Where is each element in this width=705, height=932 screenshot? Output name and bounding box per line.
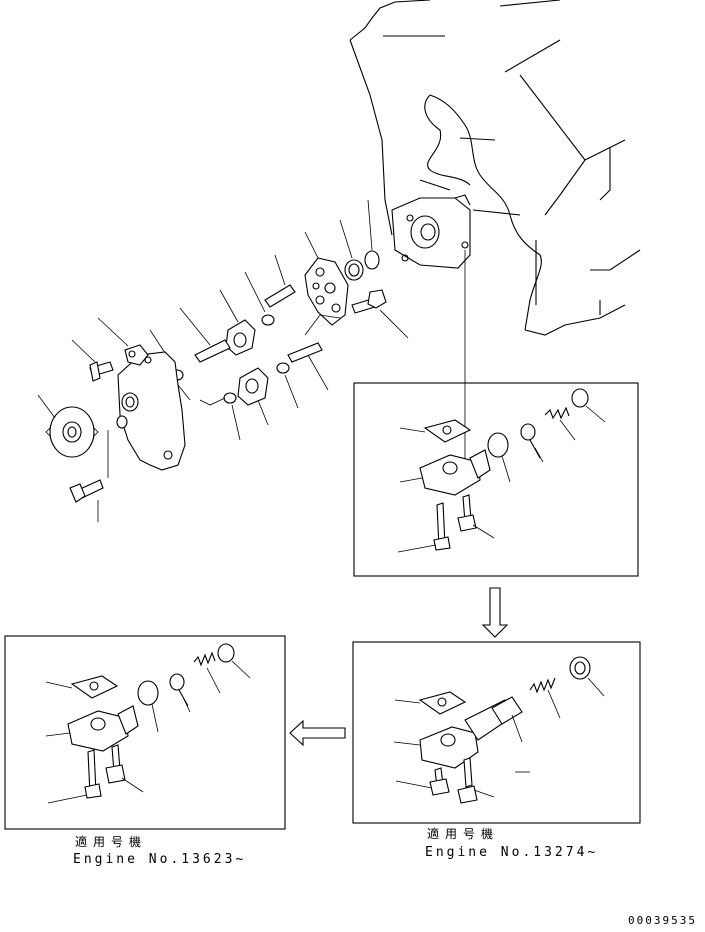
pump-cover-plate: [304, 231, 349, 326]
shaft-main: [179, 307, 231, 363]
arrow-left-icon: [289, 719, 346, 747]
mount-bolt: [351, 289, 409, 339]
engine-block-outline: [349, 0, 641, 336]
document-number: 00039535: [628, 914, 697, 927]
oring-part: [364, 199, 380, 270]
driven-gear: [237, 367, 269, 426]
detail-3-parts: [45, 643, 251, 804]
detail-1-parts: [397, 388, 606, 553]
applicability-engine-left: Engine No.13623~: [73, 852, 247, 867]
detail-2-parts: [393, 656, 605, 804]
bolt-upper: [71, 339, 114, 382]
bolt-lower: [69, 479, 104, 522]
applicability-label-jp-left: 適用号機: [75, 835, 148, 849]
detail-box-3: [4, 635, 286, 830]
applicability-engine-right: Engine No.13274~: [425, 845, 599, 860]
pump-mount-flange: [391, 194, 471, 269]
applicability-label-jp-right: 適用号機: [427, 827, 500, 841]
detail-box-1: [353, 382, 639, 577]
dowel-pin-lower: [276, 362, 299, 409]
dowel-pin-upper: [244, 271, 275, 326]
ring-part: [339, 219, 364, 281]
bushing: [223, 392, 241, 441]
detail-box-2: [352, 641, 641, 824]
shaft-lower: [287, 342, 329, 391]
arrow-down-icon: [481, 587, 509, 638]
washer: [116, 415, 128, 429]
shaft-upper: [264, 254, 296, 308]
gasket: [97, 317, 149, 366]
pump-drive-gear: [37, 394, 99, 458]
drive-gear: [219, 289, 256, 356]
pump-body: [117, 351, 191, 471]
